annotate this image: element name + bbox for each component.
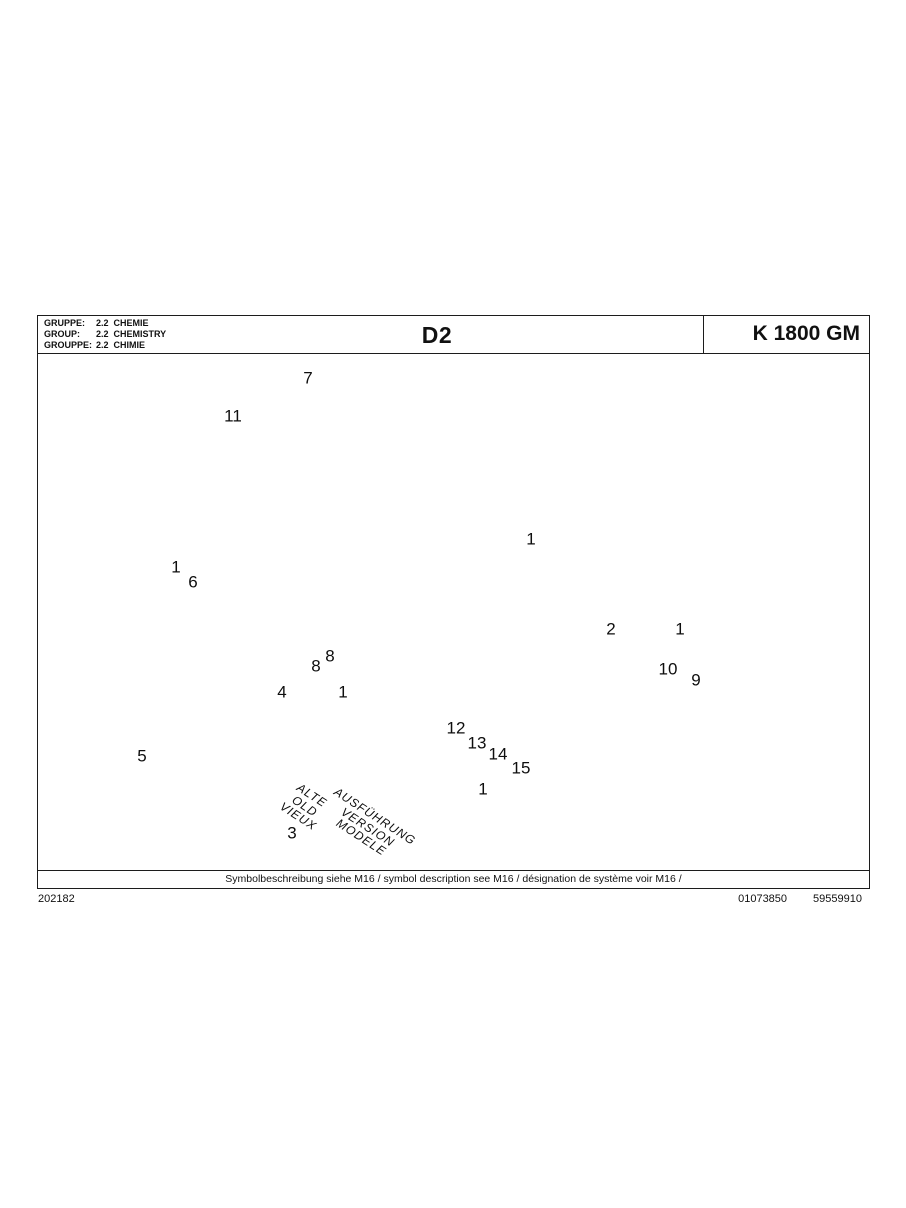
- header-row-de: GRUPPE: 2.2 CHEMIE: [44, 318, 149, 329]
- callout-1-head: 1: [526, 529, 536, 549]
- document-footer: 202182 01073850 59559910: [37, 893, 870, 908]
- page-frame: GRUPPE: 2.2 CHEMIE GROUP: 2.2 CHEMISTRY GR…: [37, 315, 870, 889]
- callout-5: 5: [137, 746, 147, 766]
- callout-9: 9: [691, 670, 701, 690]
- callout-2: 2: [606, 619, 616, 639]
- model-name: K 1800 GM: [703, 316, 869, 353]
- header-row-en: GROUP: 2.2 CHEMISTRY: [44, 329, 166, 340]
- page-code: D2: [421, 322, 453, 348]
- symbol-note: Symbolbeschreibung siehe M16 / symbol de…: [38, 870, 869, 888]
- callout-11: 11: [224, 406, 242, 426]
- callout-1-right: 1: [675, 619, 685, 639]
- group-label-en: GROUP:: [44, 329, 80, 339]
- group-value-de: 2.2 CHEMIE: [96, 318, 149, 328]
- callout-8b: 8: [325, 646, 335, 666]
- callout-1-mid: 1: [338, 682, 348, 702]
- sheet-number: 59559910: [813, 893, 862, 905]
- callout-6: 6: [188, 572, 198, 592]
- header: GRUPPE: 2.2 CHEMIE GROUP: 2.2 CHEMISTRY GR…: [38, 316, 869, 354]
- callout-7: 7: [303, 368, 313, 388]
- header-row-fr: GROUPPE:2.2 CHIMIE: [44, 340, 145, 351]
- callout-10: 10: [658, 659, 678, 679]
- group-value-fr: 2.2 CHIMIE: [96, 340, 146, 350]
- doc-number: 202182: [38, 893, 75, 905]
- callout-1-left: 1: [171, 557, 181, 577]
- callout-13: 13: [467, 733, 487, 753]
- callout-4: 4: [277, 682, 287, 702]
- callout-15: 15: [511, 758, 531, 778]
- group-value-en: 2.2 CHEMISTRY: [96, 329, 167, 339]
- callout-12: 12: [446, 718, 466, 738]
- order-number: 01073850: [738, 893, 788, 905]
- group-label-fr: GROUPPE:: [44, 340, 93, 350]
- callout-3: 3: [287, 823, 297, 843]
- callout-8a: 8: [311, 656, 321, 676]
- callout-14: 14: [488, 744, 508, 764]
- group-label-de: GRUPPE:: [44, 318, 86, 328]
- callout-1-lower: 1: [478, 779, 488, 799]
